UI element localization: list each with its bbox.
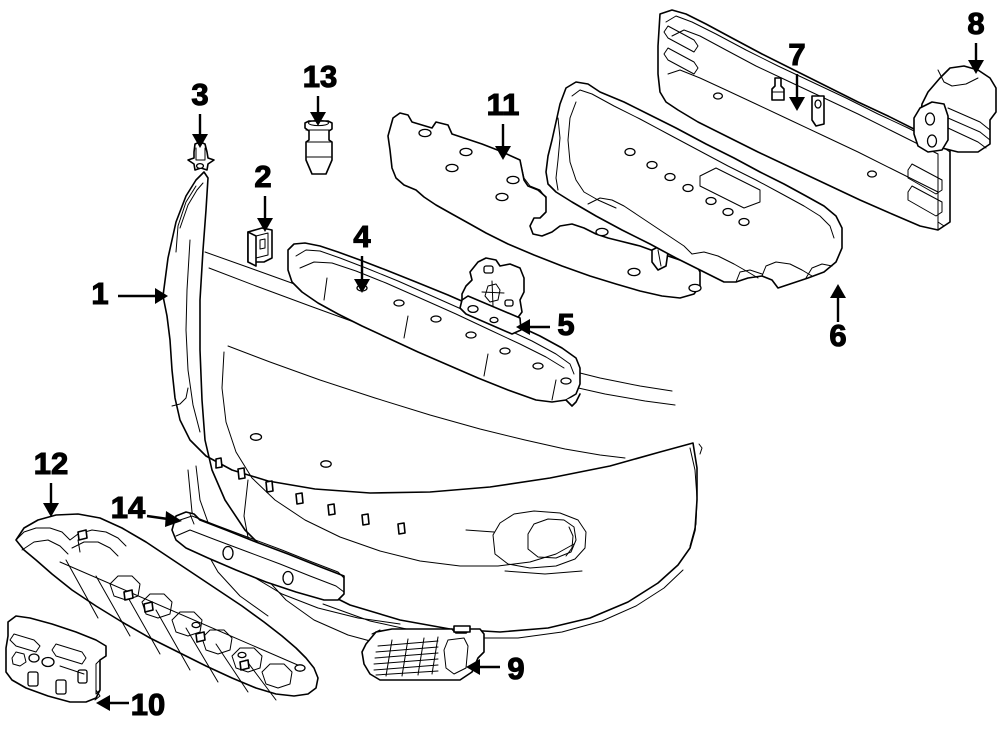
callout-number-4: 4 [353,219,371,254]
part-bumper-reinforcement-bar[interactable] [657,9,951,231]
part-license-plate-bracket[interactable] [5,615,107,703]
part-bumper-cover-side-bracket[interactable] [247,227,273,267]
part-energy-absorber-end[interactable] [545,81,843,289]
callout-leader-14 [146,511,182,527]
callout-leader-4 [354,256,370,293]
bumper-cover-mounting-tabs [215,457,406,535]
callout-leader-5 [516,319,550,335]
part-headlamp-mount-bracket[interactable] [459,257,525,335]
part-push-pin-retainer[interactable] [187,141,215,171]
callout-number-11: 11 [487,87,520,122]
part-fog-lamp-grille-cover[interactable] [361,625,485,681]
callout-number-13: 13 [303,59,337,94]
callout-leader-12 [43,483,59,517]
callout-number-7: 7 [788,37,805,72]
callout-leader-6 [830,284,846,322]
callout-leader-8 [968,43,984,74]
bumper-fog-lamp-recess [465,510,587,575]
callout-number-12: 12 [34,446,68,481]
callout-leader-11 [495,124,511,160]
part-crush-box-bracket[interactable] [913,65,997,153]
part-engine-under-cover[interactable] [15,513,319,701]
part-lower-valance-spoiler[interactable] [171,511,345,601]
callout-leaders [43,43,984,711]
part-lower-absorber-rail[interactable] [287,242,581,407]
callout-leader-13 [310,96,326,126]
callout-leader-2 [257,196,273,232]
callout-numbers: 1 2 3 4 5 6 7 8 9 10 11 12 13 14 [33,6,985,723]
callout-number-3: 3 [191,77,208,112]
callout-leader-7 [789,74,805,111]
callout-number-9: 9 [507,651,524,686]
fog-grille-mesh [373,636,439,677]
callout-number-10: 10 [131,687,165,722]
callout-number-14: 14 [111,490,146,525]
part-grommet-bushing[interactable] [304,119,333,175]
callout-leader-1 [118,288,168,304]
callout-number-6: 6 [829,318,846,353]
callout-leader-3 [192,114,208,148]
callout-number-8: 8 [967,6,984,41]
callout-number-5: 5 [557,307,574,342]
callout-leader-10 [96,695,129,711]
callout-leader-9 [466,659,500,675]
callout-number-2: 2 [254,159,271,194]
callout-number-1: 1 [91,276,108,311]
